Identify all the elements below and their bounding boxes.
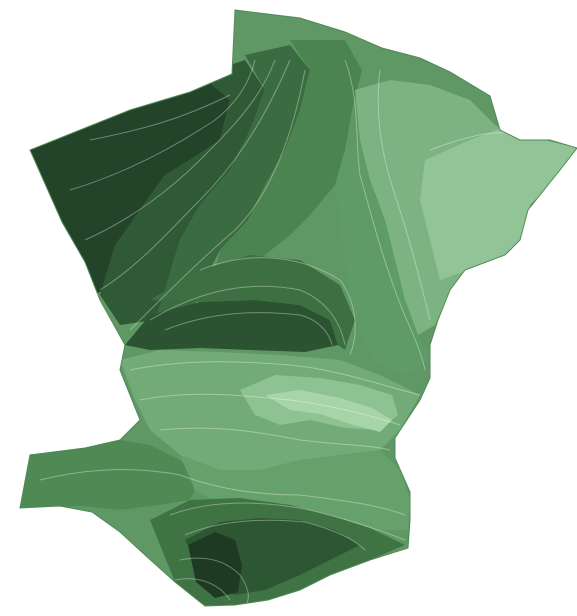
contour-line [89,94,231,141]
band-mid-central [150,255,355,350]
contour-line [377,69,431,321]
contour-line [174,578,231,601]
contour-line [179,557,249,606]
contour-line [129,69,306,331]
contour-line [199,257,356,356]
elevation-bands [20,40,577,606]
contour-line [99,59,291,291]
band-mid-light-south [180,450,410,530]
band-dark-central-valley [125,300,338,352]
contour-line [69,59,256,191]
contour-line [139,393,401,426]
band-darkest-south [188,532,242,598]
band-lightest-east [420,125,577,280]
band-mid-light-east [335,140,430,375]
contour-line [149,285,346,346]
band-lightest-river [265,390,392,432]
band-dark-northwest [100,60,265,325]
band-mid-southwest [20,440,200,510]
contour-line [159,427,391,451]
band-mid-dark-northwest [155,45,310,320]
contour-line [184,519,366,551]
region-boundary [19,9,577,607]
contour-line [129,361,421,396]
contour-line [84,59,276,241]
contour-line [39,469,406,516]
contour-line [344,59,426,371]
contour-lines [39,59,541,606]
band-mid-north [195,40,362,325]
contour-line [164,312,333,346]
contour-line [169,502,406,541]
